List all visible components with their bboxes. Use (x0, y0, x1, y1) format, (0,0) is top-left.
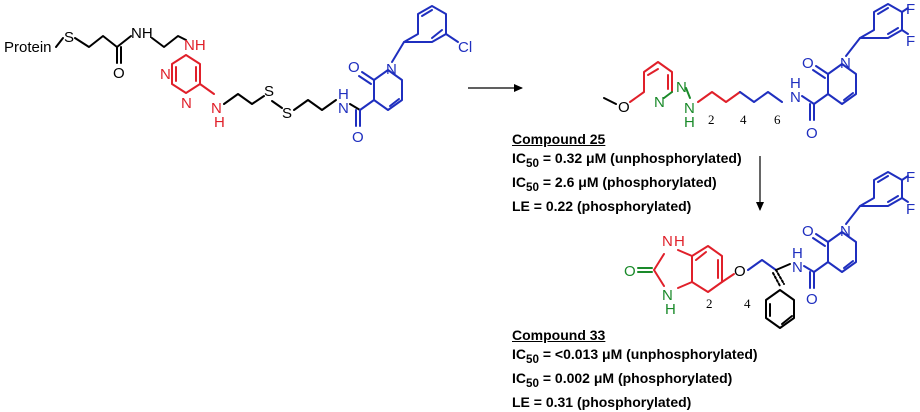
c25-amide-o: O (806, 125, 818, 142)
amine-nh: NH (184, 37, 206, 54)
protein-conjugate-structure: Protein S O NH NH N N N H S S H N O O N (4, 5, 472, 146)
compound-33-ic50-unphos: IC50 = <0.013 μM (unphosphorylated) (512, 346, 758, 366)
pyridone-n: N (386, 61, 397, 78)
pyridone-oxygen: O (348, 59, 360, 76)
protein-label: Protein (4, 39, 52, 56)
c33-position-4: 4 (744, 296, 751, 311)
linker-n: N (211, 100, 222, 117)
c25-fluorine-1: F (906, 1, 915, 18)
pyrimidine-n3: N (181, 95, 192, 112)
c25-fluorine-2: F (906, 33, 915, 50)
sulfur-atom: S (64, 29, 74, 46)
compound-25-title: Compound 25 (512, 131, 606, 147)
c33-nh-top-h: H (674, 233, 685, 250)
c33-pyridone-n: N (840, 223, 851, 240)
c25-position-2: 2 (708, 112, 715, 127)
compound-25-info: Compound 25 IC50 = 0.32 μM (unphosphoryl… (512, 130, 742, 216)
c25-pyridone-o: O (802, 55, 814, 72)
c33-urea-oxygen: O (624, 263, 636, 280)
compound-25-ic50-phos: IC50 = 2.6 μM (phosphorylated) (512, 173, 717, 194)
c33-nh-bot-h: H (665, 301, 676, 318)
c33-nh-bot-n: N (662, 287, 673, 304)
c25-linker-h: H (684, 114, 695, 131)
disulfide-s2: S (282, 105, 292, 122)
carbonyl-oxygen: O (113, 65, 125, 82)
compound-33-le: LE = 0.31 (phosphorylated) (512, 393, 692, 410)
compound-33-title: Compound 33 (512, 327, 606, 343)
amide-nh: NH (131, 25, 153, 42)
c25-pyridone-n: N (840, 55, 851, 72)
c33-pyridone-o: O (802, 223, 814, 240)
c25-pyrimidine-n3: N (676, 79, 687, 96)
linker-h: H (214, 114, 225, 131)
c33-nh-top-n: N (662, 233, 673, 250)
c33-amide-n: N (792, 259, 803, 276)
c33-fluorine-2: F (906, 201, 915, 218)
compound-33-info: Compound 33 IC50 = <0.013 μM (unphosphor… (512, 326, 758, 412)
c25-position-6: 6 (774, 112, 781, 127)
c33-fluorine-1: F (906, 169, 915, 186)
pyridone-amide-nh: H (338, 86, 349, 103)
disulfide-s1: S (264, 83, 274, 100)
pyrimidine-n1: N (160, 66, 171, 83)
methoxy-oxygen: O (618, 99, 630, 116)
compound-33-ic50-phos: IC50 = 0.002 μM (phosphorylated) (512, 369, 733, 390)
c33-position-2: 2 (706, 296, 713, 311)
compound-25-structure: O N N N H 2 4 6 H N O O N F F (603, 1, 915, 142)
c33-ether-oxygen: O (734, 263, 746, 280)
c25-linker-n: N (684, 100, 695, 117)
pyridone-amide-n: N (338, 100, 349, 117)
compound-25-le: LE = 0.22 (phosphorylated) (512, 197, 692, 214)
chlorine-atom: Cl (458, 39, 472, 56)
c33-amide-h: H (792, 245, 803, 262)
c25-position-4: 4 (740, 112, 747, 127)
compound-33-structure: O N H N H O 2 4 H N O O N F F (624, 169, 915, 329)
compound-25-ic50-unphos: IC50 = 0.32 μM (unphosphorylated) (512, 150, 742, 170)
c33-amide-o: O (806, 291, 818, 308)
c25-amide-h: H (790, 75, 801, 92)
c25-pyrimidine-n1: N (654, 94, 665, 111)
c25-amide-n: N (790, 89, 801, 106)
amide-oxygen: O (352, 129, 364, 146)
